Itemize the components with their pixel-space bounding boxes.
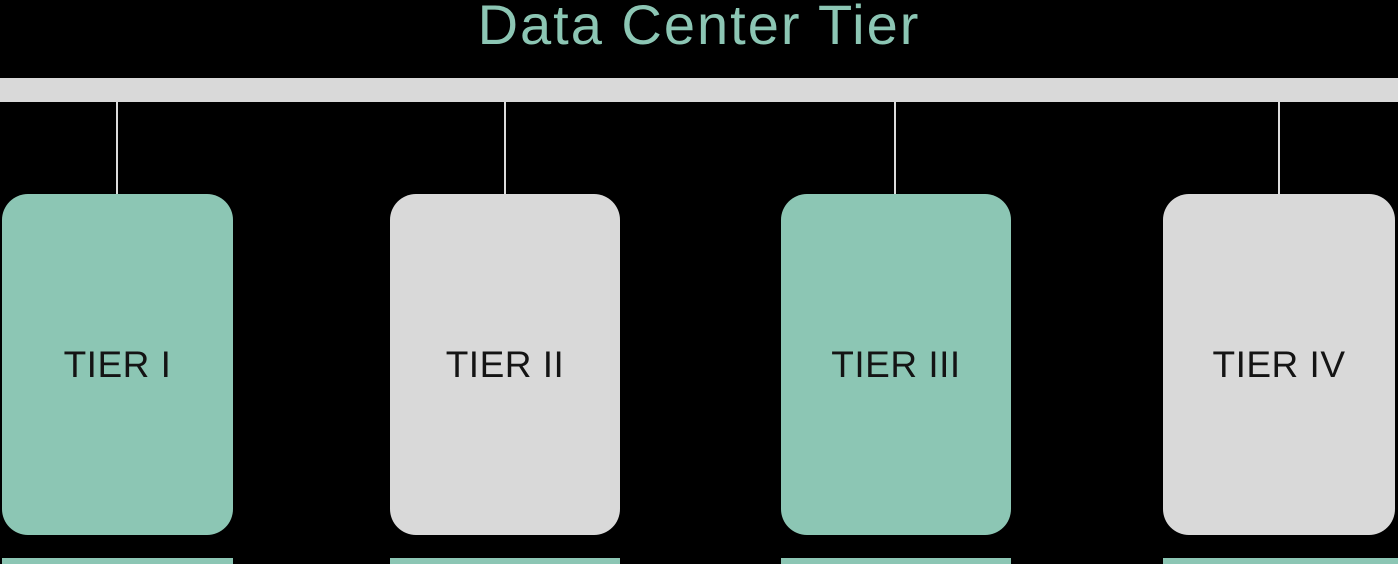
next-row-node-sliver-2 [390, 558, 620, 564]
tier-node-1: TIER I [2, 194, 233, 535]
connector-bar [0, 78, 1398, 102]
tier-node-4-label: TIER IV [1212, 343, 1346, 385]
next-row-node-sliver-3 [781, 558, 1011, 564]
tier-node-2-label: TIER II [445, 343, 565, 385]
connector-line-tier-2 [504, 102, 506, 194]
tier-node-1-label: TIER I [63, 343, 172, 385]
tier-node-3: TIER III [781, 194, 1011, 535]
connector-line-tier-1 [116, 102, 118, 194]
next-row-node-sliver-1 [2, 558, 233, 564]
tier-node-3-label: TIER III [831, 343, 961, 385]
next-row-node-sliver-4 [1163, 558, 1398, 564]
diagram-title: Data Center Tier [477, 0, 921, 56]
connector-line-tier-3 [894, 102, 896, 194]
tier-node-2: TIER II [390, 194, 620, 535]
tier-node-4: TIER IV [1163, 194, 1395, 535]
connector-line-tier-4 [1278, 102, 1280, 194]
